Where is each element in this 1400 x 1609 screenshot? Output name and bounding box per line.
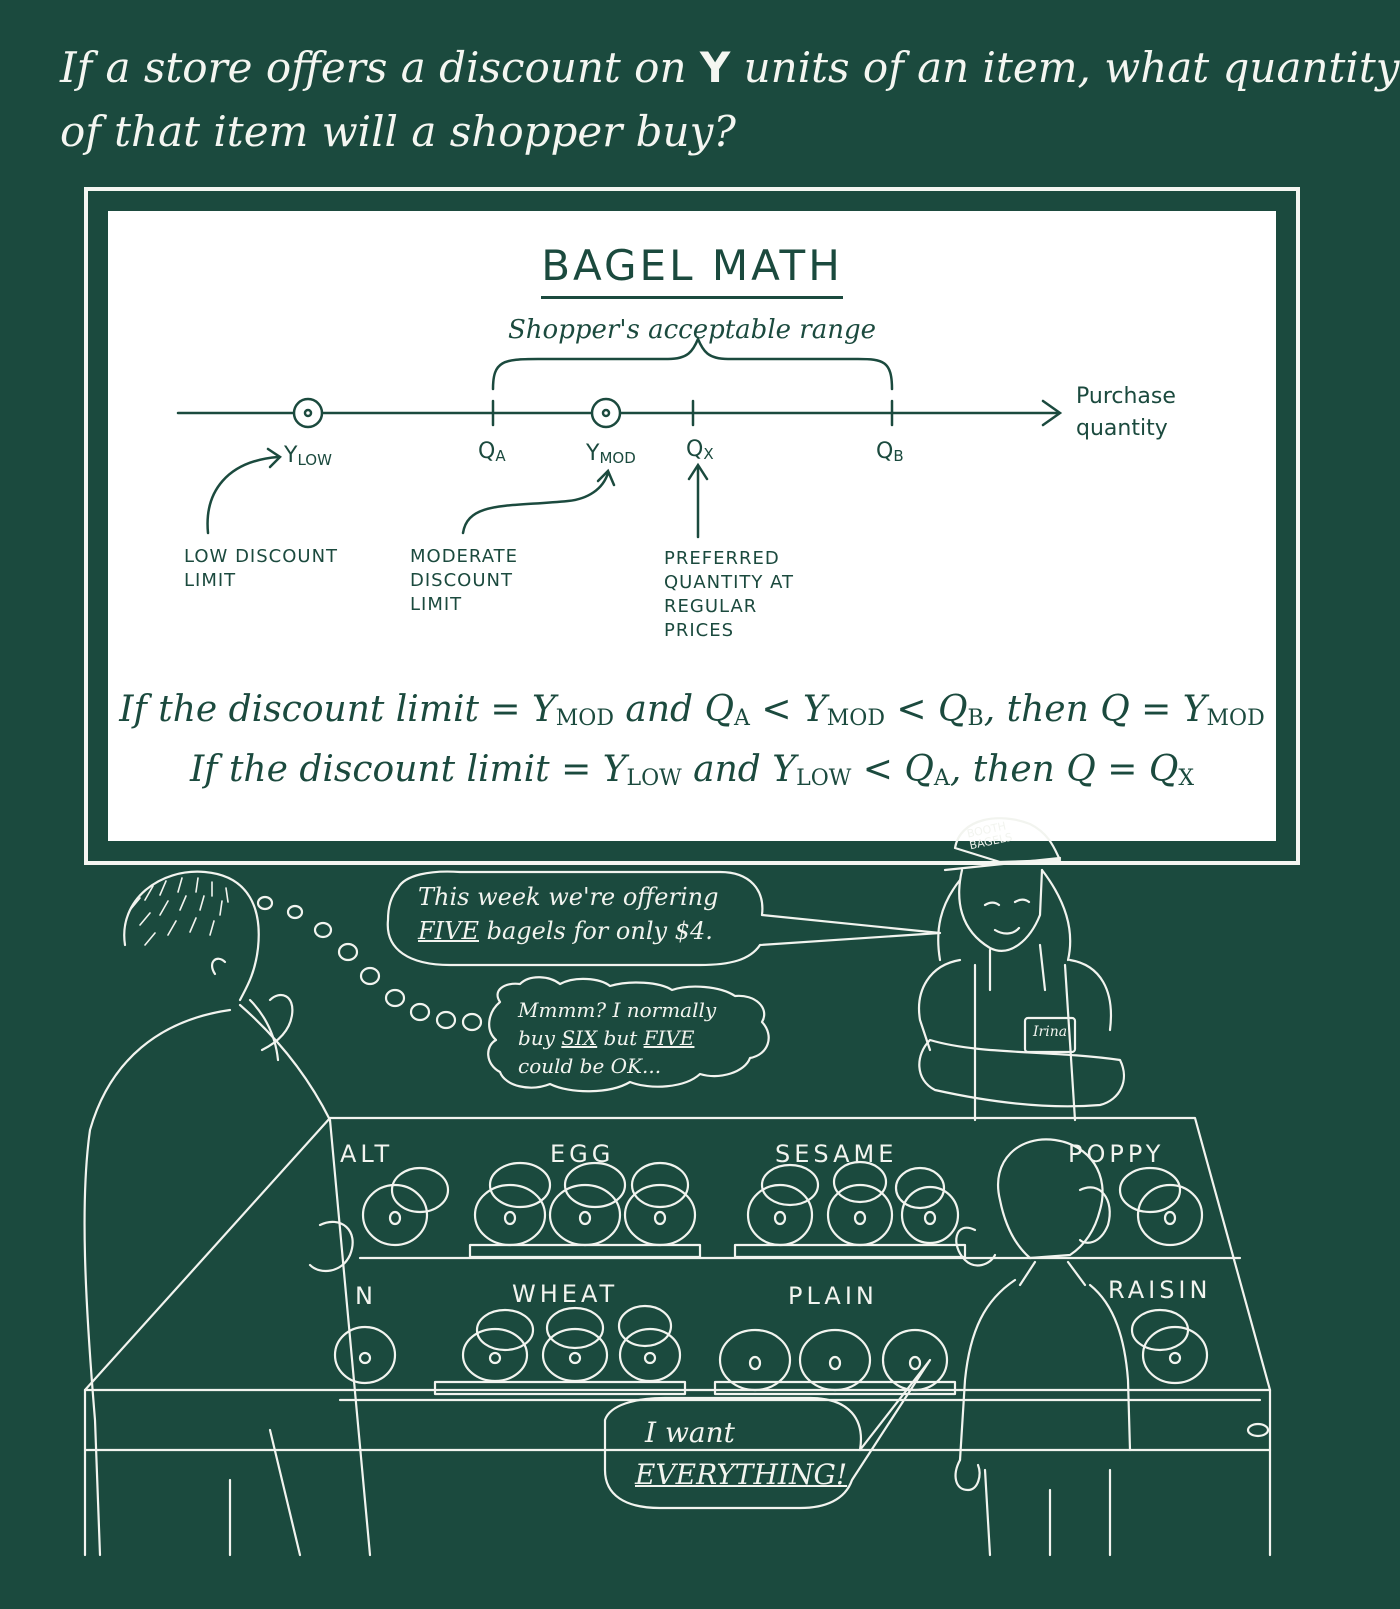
shelf-label-egg: EGG (550, 1140, 615, 1168)
whiteboard-surface: BAGEL MATH Shopper's acceptable range (106, 209, 1278, 843)
mod-limit-arrowhead-icon (596, 468, 616, 487)
thought-bubble (487, 976, 770, 1093)
bagel-row-egg (473, 1161, 697, 1247)
shelf-label-raisin: RAISIN (1108, 1276, 1212, 1304)
bagel-icon-ylow (292, 397, 324, 429)
label-qb: QB (876, 439, 904, 465)
label-qa: QA (478, 439, 506, 465)
label-qx: QX (686, 437, 714, 463)
thought-text: Mmmm? I normally buy SIX but FIVE could … (518, 998, 717, 1078)
clerk-speech-text: This week we're offering FIVE bagels for… (418, 883, 719, 945)
mod-limit-arrow (461, 471, 610, 535)
shelf-label-sesame: SESAME (775, 1140, 898, 1168)
question-line-2: of that item will a shopper buy? (60, 107, 736, 156)
bagel-row-salt (361, 1166, 450, 1247)
display-case (83, 1116, 1272, 1557)
range-brace (491, 335, 894, 391)
bagel-row-raisin (1130, 1308, 1209, 1385)
kid-speech-bubble (603, 1358, 932, 1510)
acceptable-range-label: Shopper's acceptable range (508, 315, 876, 345)
shelf-label-onion: N (355, 1282, 377, 1310)
low-limit-arrowhead-icon (266, 447, 282, 469)
thought-trail-icon (256, 895, 483, 1032)
board-title: BAGEL MATH (108, 241, 1276, 299)
axis-label: Purchase quantity (1076, 384, 1176, 441)
number-line-diagram (176, 335, 1063, 539)
tray-plain (713, 1380, 957, 1396)
shopper-man-figure (83, 870, 372, 1557)
whiteboard: BAGEL MATH Shopper's acceptable range (84, 187, 1300, 865)
child-figure (954, 1138, 1132, 1557)
question-line-1: If a store offers a discount on Y units … (60, 43, 1400, 92)
kid-speech-text: I want EVERYTHING! (635, 1416, 848, 1491)
name-tag-text: Irina (1033, 1024, 1068, 1040)
name-tag (1023, 1016, 1077, 1054)
bagel-row-onion (333, 1325, 397, 1385)
bagel-row-plain (718, 1328, 949, 1392)
equation-2: If the discount limit = YLOW and YLOW < … (189, 749, 1195, 791)
bagel-row-wheat (461, 1304, 682, 1383)
note-low-discount-limit: Low discount limit (184, 546, 339, 591)
note-preferred-quantity: Preferred quantity at regular prices (664, 548, 795, 641)
bagel-row-poppy (1118, 1166, 1204, 1247)
question-heading: If a store offers a discount on Y units … (60, 36, 1400, 164)
clerk-speech-bubble (386, 870, 942, 967)
label-ymod: YMOD (586, 441, 636, 467)
shelf-label-wheat: WHEAT (512, 1280, 619, 1308)
clerk-figure (917, 817, 1125, 1122)
low-limit-arrow (206, 455, 280, 535)
tray-egg (468, 1243, 702, 1259)
shelf-label-poppy: POPPY (1068, 1140, 1165, 1168)
bagel-icon-ymod (590, 397, 622, 429)
tray-sesame (733, 1243, 967, 1259)
shelf-label-plain: PLAIN (788, 1282, 878, 1310)
shelf-label-salt: ALT (340, 1140, 394, 1168)
label-ylow: YLOW (284, 443, 332, 469)
equation-1: If the discount limit = YMOD and QA < YM… (119, 689, 1265, 731)
bagel-row-sesame (746, 1160, 960, 1247)
note-moderate-discount-limit: Moderate discount limit (410, 546, 518, 615)
tray-wheat (433, 1380, 687, 1396)
axis-arrowhead-icon (1041, 399, 1063, 427)
preferred-arrowhead-icon (687, 462, 709, 481)
